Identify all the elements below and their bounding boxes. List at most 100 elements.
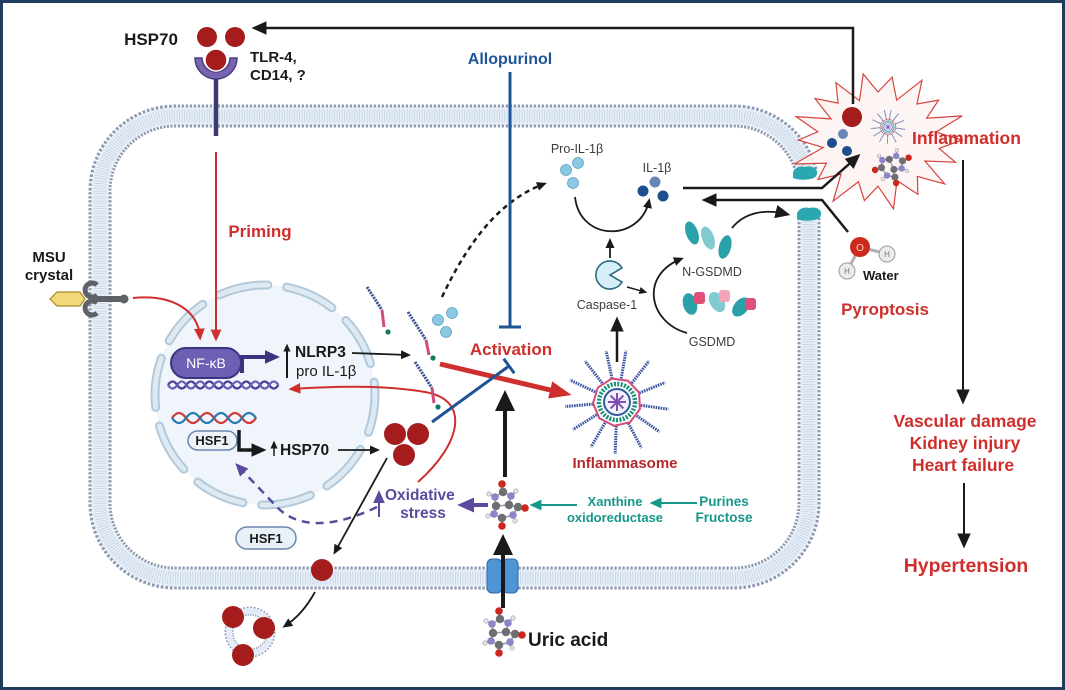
- pro-il1b-cytosol-bead-icon: [440, 326, 452, 338]
- nlrp3-chain-segment: [413, 361, 434, 389]
- oxygen-atom: [518, 631, 526, 639]
- gsdmd-c-domain-icon: [719, 290, 730, 302]
- inflammasome-asc-ring: [596, 381, 638, 423]
- hydrogen-atom: [876, 153, 882, 158]
- gsdmd-pore-right-icon: [797, 207, 822, 221]
- oxygen-atom: [905, 154, 912, 161]
- carbon-atom: [498, 487, 508, 497]
- hydrogen-atom: [485, 513, 491, 519]
- carbon-atom: [488, 628, 498, 638]
- carbon-atom: [513, 502, 523, 512]
- hydrogen-atom: [894, 148, 899, 153]
- msu-receptor-icon: [82, 280, 129, 318]
- caspase1-label: Caspase-1: [577, 298, 637, 312]
- dna-strand-hsf1: [171, 411, 257, 425]
- nitrogen-atom: [504, 619, 512, 627]
- il1b-released-bead-icon: [838, 129, 848, 139]
- nlrp3-to-protein-arrow: [351, 350, 411, 360]
- inflammasome-ray: [604, 350, 614, 379]
- hsf1-cytosolic-pill: [235, 526, 297, 550]
- hydrogen-atom: [512, 518, 518, 524]
- carbon-atom: [491, 501, 501, 511]
- hsp70-bound-icon: [204, 48, 228, 72]
- msu-crystal-label-line1: MSU: [32, 249, 65, 266]
- hsp70-extracellular-label: HSP70: [124, 30, 178, 49]
- oxygen-atom: [495, 607, 503, 615]
- nitrogen-atom: [879, 156, 886, 164]
- hsf1-nuclear-pill: [187, 430, 238, 451]
- carbon-atom: [898, 157, 907, 165]
- outcome-kidney-injury: Kidney injury: [910, 433, 1021, 453]
- carbon-atom: [504, 500, 514, 510]
- il1b-released-bead-icon: [842, 146, 852, 156]
- inflammasome-ray: [613, 425, 618, 455]
- inflammasome-released-icon: [870, 110, 906, 145]
- transcription-arrow-nfkb: [240, 350, 280, 373]
- gsdmd-n-domain-icon: [682, 293, 698, 315]
- water-influx-arrow: [701, 193, 849, 233]
- nitrogen-atom: [490, 510, 498, 518]
- purines-label: Purines: [699, 494, 749, 509]
- hsp70-exosome-arrow: [282, 591, 316, 628]
- nlrp3-chain-segment: [406, 311, 428, 341]
- oxygen-atom: [850, 237, 870, 257]
- carbon-atom: [890, 165, 898, 173]
- inflammasome-ray: [891, 133, 897, 143]
- inflammasome-icon: [565, 350, 669, 455]
- cell-membrane: [88, 104, 821, 590]
- transporter-subunit: [486, 558, 503, 594]
- inflammasome-ray: [630, 360, 651, 385]
- hydrogen-atom: [513, 488, 519, 494]
- nlrp3-chain-end: [430, 355, 436, 361]
- hsp70-vesicle-icon: [222, 606, 244, 628]
- n-gsdmd-label: N-GSDMD: [682, 265, 742, 279]
- caspase-to-gsdmd-arrow: [626, 286, 648, 294]
- inflammasome-core-spoke: [887, 124, 891, 128]
- pro-il1b-bead-icon: [572, 157, 584, 169]
- oxygen-symbol: O: [856, 243, 864, 254]
- hydrogen-atom: [509, 645, 515, 651]
- uric-acid-label: Uric acid: [528, 630, 608, 651]
- hydrogen-symbol: H: [844, 267, 850, 276]
- gsdmd-proteins: [682, 290, 756, 317]
- nitrogen-atom: [892, 152, 900, 160]
- inflammasome-ray: [589, 422, 607, 448]
- hsp70-released-icon: [842, 107, 862, 127]
- inflammasome-core-spoke: [616, 401, 625, 410]
- nitrogen-atom: [507, 492, 515, 500]
- hydrogen-symbol: H: [884, 250, 890, 259]
- pro-il1b-translocation-arrow: [440, 182, 547, 298]
- inflammasome-ray: [640, 403, 669, 411]
- outcome-heart-failure: Heart failure: [912, 455, 1014, 475]
- nitrogen-atom: [487, 637, 495, 645]
- oxidative-stress-to-hsf1-arrow: [235, 463, 378, 525]
- receptor-claw-top: [82, 280, 99, 300]
- oxygen-atom: [892, 179, 900, 187]
- hsp70-vesicle-icon: [232, 644, 254, 666]
- inflammasome-core-spoke: [885, 126, 889, 130]
- nlrp3-chain-end: [435, 404, 441, 410]
- inflammasome-ray: [870, 127, 881, 129]
- inflammasome-core-spoke: [609, 394, 618, 403]
- uric-acid-extracellular-icon: [482, 607, 526, 657]
- xanthine-oxidoreductase-line1: Xanthine: [588, 494, 643, 509]
- hydrogen-atom: [483, 618, 489, 624]
- inflammasome-ray: [895, 120, 905, 125]
- inflammasome-ray: [583, 360, 604, 385]
- n-gsdmd-icon: [685, 221, 699, 245]
- inflammasome-core-spoke: [887, 126, 891, 130]
- oxidative-stress-label-line2: stress: [400, 505, 446, 522]
- hsp70-receptor-complex: [194, 27, 245, 136]
- inflammasome-ray: [635, 414, 661, 434]
- n-gsdmd-icon: [718, 235, 732, 259]
- hsp70-extracellular-icon: [225, 27, 245, 47]
- carbon-atom: [495, 614, 505, 624]
- il1b-bead-icon: [649, 176, 661, 188]
- inflammasome-core-spoke: [885, 124, 889, 128]
- carbon-atom: [497, 513, 507, 523]
- carbon-atom: [891, 173, 899, 181]
- activation-label: Activation: [470, 340, 552, 359]
- activation-arrow: [439, 361, 572, 399]
